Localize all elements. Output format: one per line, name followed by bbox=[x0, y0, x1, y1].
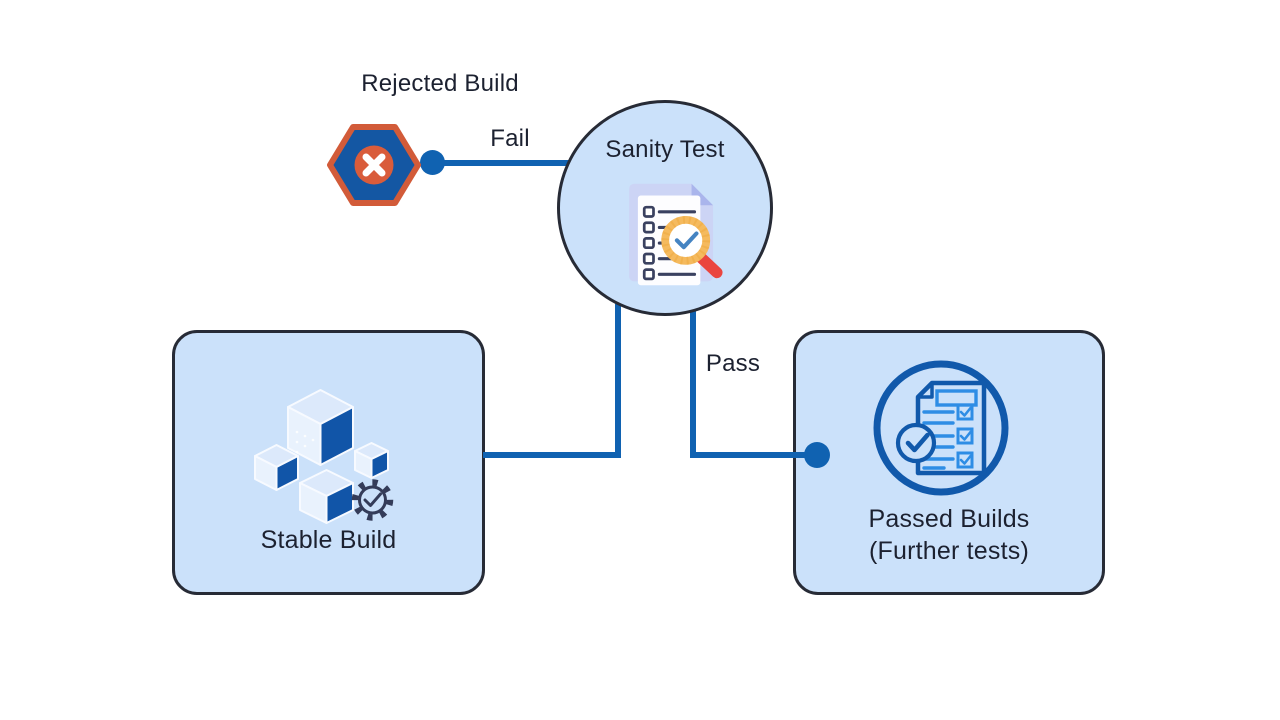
build-cubes-gear-icon bbox=[254, 389, 394, 524]
document-fold-corner bbox=[918, 383, 934, 399]
magnifier-ring bbox=[661, 215, 711, 265]
document-rows bbox=[922, 389, 978, 470]
fail-edge-endpoint-dot bbox=[420, 150, 445, 175]
document-outline bbox=[915, 380, 987, 476]
magnifier-handle bbox=[695, 252, 723, 279]
passed-builds-node bbox=[793, 330, 1105, 595]
approved-check-circle bbox=[895, 422, 937, 464]
stable-edge-horizontal-line bbox=[483, 452, 621, 458]
fail-edge-label: Fail bbox=[490, 125, 530, 152]
gear-check-icon bbox=[351, 479, 394, 521]
approved-check-mark bbox=[905, 432, 930, 453]
pass-edge-horizontal-line bbox=[693, 452, 817, 458]
passed-builds-title: Passed Builds bbox=[868, 505, 1030, 533]
icon-outer-circle bbox=[873, 360, 1009, 496]
x-mark-icon bbox=[362, 153, 386, 177]
checklist-rows bbox=[642, 205, 697, 281]
rejected-build-label: Rejected Build bbox=[361, 70, 519, 97]
cubes-group bbox=[254, 389, 389, 524]
gear-check-mark bbox=[363, 492, 382, 507]
stable-build-title: Stable Build bbox=[260, 526, 397, 554]
stable-edge-vertical-line bbox=[615, 304, 621, 458]
stable-build-node bbox=[172, 330, 485, 595]
fail-edge-line bbox=[433, 160, 570, 166]
pass-edge-label: Pass bbox=[705, 350, 761, 377]
passed-builds-subtitle: (Further tests) bbox=[869, 537, 1029, 565]
pass-edge-endpoint-dot bbox=[804, 442, 830, 468]
approved-checklist-icon bbox=[873, 360, 1009, 496]
sanity-test-title: Sanity Test bbox=[605, 136, 725, 163]
checklist-magnifier-icon bbox=[629, 183, 723, 286]
magnifier-check-mark bbox=[674, 231, 699, 250]
rejected-hexagon-x-icon bbox=[327, 124, 421, 206]
cube-face-dots bbox=[295, 430, 315, 454]
pass-edge-vertical-line bbox=[690, 309, 696, 458]
